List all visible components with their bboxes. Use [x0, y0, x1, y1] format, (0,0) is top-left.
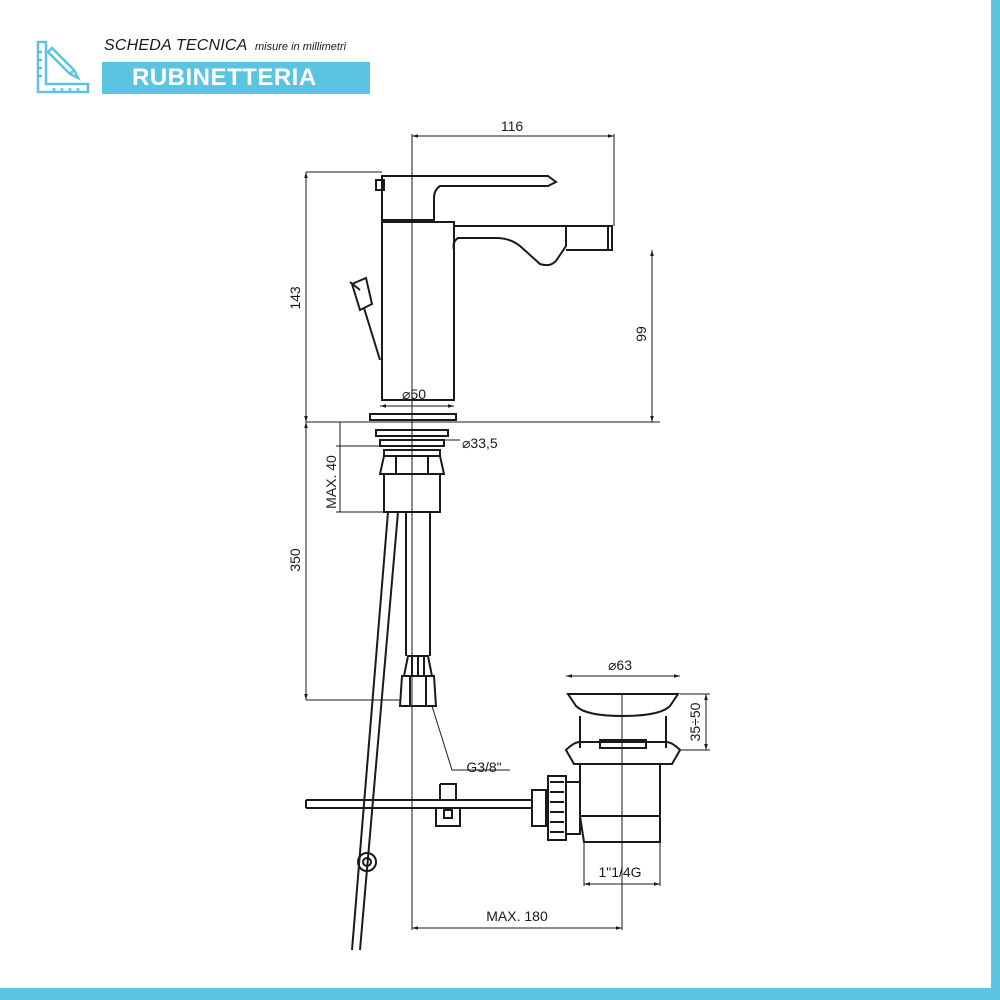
dim-total-height: 143 — [287, 286, 303, 310]
dim-thread-diameter: ⌀33,5 — [462, 435, 498, 451]
title-line: SCHEDA TECNICA misure in millimetri — [104, 37, 346, 55]
dim-base-diameter: ⌀50 — [402, 386, 426, 402]
faucet-body — [305, 175, 682, 951]
dim-spout-height: 99 — [633, 326, 649, 342]
dim-max-thickness: MAX. 40 — [323, 455, 339, 509]
dim-waste-diameter: ⌀63 — [608, 657, 632, 673]
dim-waste-range: 35÷50 — [687, 702, 703, 741]
dim-max-distance: MAX. 180 — [486, 908, 548, 924]
right-border — [991, 0, 1000, 1000]
centerlines — [306, 134, 710, 930]
dim-hose-length: 350 — [287, 548, 303, 572]
dimension-labels: 116 143 99 ⌀50 ⌀33,5 MAX. 40 350 G3/8" ⌀… — [287, 118, 703, 924]
page-subtitle: misure in millimetri — [255, 41, 347, 53]
header: SCHEDA TECNICA misure in millimetri RUBI… — [0, 0, 1000, 110]
ruler-pencil-icon — [34, 38, 92, 96]
dimension-lines — [304, 134, 708, 930]
category-banner: RUBINETTERIA — [102, 62, 370, 94]
dim-spout-reach: 116 — [501, 118, 524, 134]
dim-connection: G3/8" — [466, 759, 501, 775]
dim-waste-thread: 1"1/4G — [598, 864, 641, 880]
bottom-border — [0, 988, 1000, 1000]
page-title: SCHEDA TECNICA — [104, 37, 248, 54]
